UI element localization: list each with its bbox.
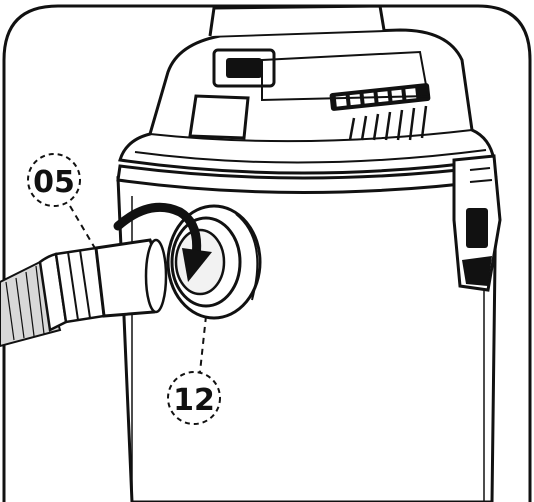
motor-head [118,4,496,175]
port-callout-label: 12 [173,383,215,418]
rotate-arrow-icon [113,202,212,282]
hose-inlet-port [166,204,262,320]
vacuum-hose [0,238,168,348]
port-callout: 12 [167,315,221,425]
carry-handle [208,4,386,37]
hose-callout-label: 05 [33,165,75,200]
hose-callout: 05 [27,153,97,251]
lid-latch [452,154,502,292]
canister-body [116,164,498,502]
vent-grille [348,105,428,141]
